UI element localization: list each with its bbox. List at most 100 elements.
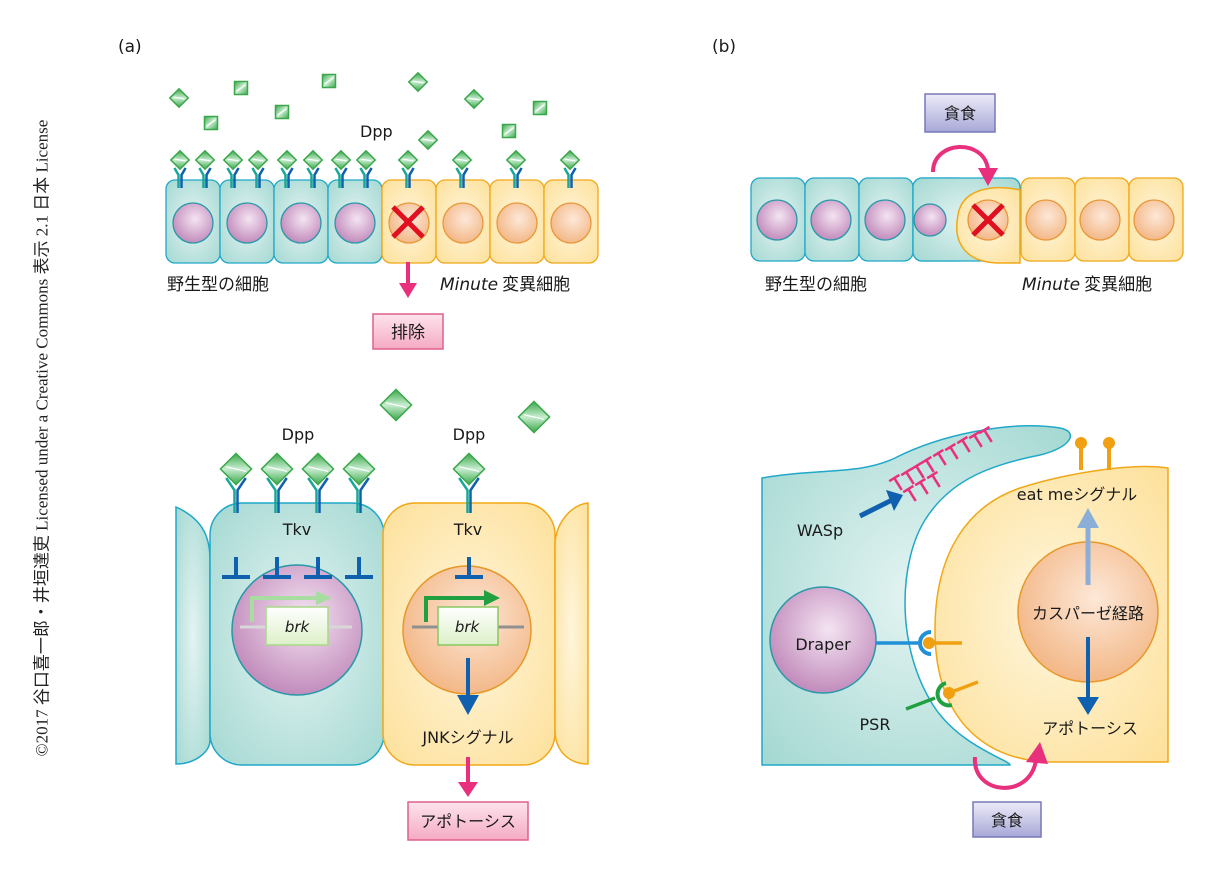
tkv-receptor-icon <box>225 477 247 513</box>
dpp-ligand-icon <box>451 149 473 171</box>
jnk-signal-label: JNKシグナル <box>421 728 513 747</box>
dpp-ligand-icon <box>342 452 376 486</box>
nucleus <box>810 199 852 241</box>
panel-a-label: (a) <box>118 37 142 57</box>
transcription-arrow-head <box>484 590 500 606</box>
actin-filament-icon <box>978 425 993 443</box>
caspase-pathway-label: カスパーゼ経路 <box>1032 604 1144 623</box>
dpp-ligand-icon <box>222 149 244 171</box>
nucleus <box>496 202 538 244</box>
actin-filament-icon <box>900 467 915 485</box>
engulf-arrow-bottom <box>972 756 1038 790</box>
tkv-receptor-icon <box>359 167 373 188</box>
actin-filament-icon <box>968 430 983 448</box>
wasp-arrow-head <box>886 490 903 511</box>
dpp-ligand-icon <box>355 149 377 171</box>
apoptosis-arrow-head <box>458 782 478 797</box>
engulf-arrow-top <box>931 145 990 173</box>
psr-label: PSR <box>860 715 891 734</box>
nucleus <box>226 202 268 244</box>
wild-type-cell-partial <box>175 505 211 765</box>
nucleus <box>550 202 592 244</box>
phagocytosis-box-bottom: 貪食 <box>972 801 1042 838</box>
tkv-receptor-icon <box>306 167 320 188</box>
dpp-ligand-icon <box>301 452 335 486</box>
dpp-ligand-icon <box>247 149 269 171</box>
elimination-arrow-head <box>399 283 417 298</box>
dpp-ligand-icon <box>397 149 419 171</box>
tkv-receptor-icon <box>226 167 240 188</box>
dpp-ligand-icon <box>463 88 485 110</box>
tkv-receptor-icon <box>334 167 348 188</box>
wasp-label: WASp <box>797 521 843 540</box>
wasp-arrow <box>858 497 894 519</box>
eat-me-ligand-icon <box>1075 437 1087 449</box>
transcription-arrow-faded <box>250 596 320 622</box>
dpp-ligand-icon <box>330 149 352 171</box>
nucleus <box>1025 199 1067 241</box>
dpp-ligand-icon <box>168 87 190 109</box>
phagocytosis-label-bottom: 貪食 <box>991 811 1023 830</box>
tkv-receptor-icon <box>509 167 523 188</box>
inhibition-bar-icon <box>455 557 483 579</box>
panel-b-top-epithelium <box>750 177 1184 264</box>
dpp-ligand-icon <box>517 400 551 434</box>
brk-gene-box <box>437 606 499 646</box>
elimination-box: 排除 <box>372 313 444 350</box>
dpp-ligand-icon <box>321 73 337 89</box>
actin-filament-icon <box>920 455 935 473</box>
tkv-label-wt: Tkv <box>282 520 312 539</box>
actin-filament-icon <box>902 484 917 502</box>
nucleus <box>864 199 906 241</box>
nucleus <box>913 203 947 237</box>
inhibition-bar-icon <box>222 557 250 579</box>
draper-receptor-cup-icon <box>918 630 932 656</box>
dpp-ligand-icon <box>452 452 486 486</box>
apoptosis-label: アポトーシス <box>420 812 516 831</box>
dpp-label-wt: Dpp <box>282 425 315 444</box>
engulf-arrow-bottom-head <box>1026 742 1048 764</box>
dpp-ligand-icon <box>233 80 249 96</box>
nucleus <box>280 202 322 244</box>
dpp-ligand-icon <box>407 71 429 93</box>
inhibition-bar-icon <box>345 557 373 579</box>
nucleus <box>442 202 484 244</box>
elimination-label: 排除 <box>391 323 425 343</box>
dpp-ligand-icon <box>203 115 219 131</box>
nucleus <box>172 202 214 244</box>
brk-gene-minute: brk <box>455 618 481 636</box>
actin-filament-icon <box>910 461 925 479</box>
phagocytosis-label-top: 貪食 <box>944 104 976 123</box>
tkv-receptor-icon <box>563 167 577 188</box>
tkv-receptor-icon <box>198 167 212 188</box>
dpp-ligand-icon <box>302 149 324 171</box>
actin-filament-icon <box>888 473 903 491</box>
inhibition-bar-icon <box>304 557 332 579</box>
tkv-receptor-icon <box>348 477 370 513</box>
psr-receptor-cup-icon <box>935 681 953 708</box>
actin-filament-icon <box>944 442 959 460</box>
tkv-receptor-icon <box>458 477 480 513</box>
tkv-receptor-icon <box>307 477 329 513</box>
ligand-stem <box>948 680 979 695</box>
dpp-ligand-icon <box>276 149 298 171</box>
caspase-to-apoptosis-arrow-head <box>1077 697 1099 715</box>
dpp-ligand-icon <box>169 149 191 171</box>
cell-death-x-icon <box>391 205 425 239</box>
phagocyte-nucleus <box>769 586 877 694</box>
actin-filament-icon <box>932 448 947 466</box>
draper-label: Draper <box>795 635 851 654</box>
dpp-ligand-icon <box>532 100 548 116</box>
dpp-ligand-icon <box>379 388 413 422</box>
brk-gene-box <box>265 606 329 646</box>
inhibition-bar-icon <box>263 557 291 579</box>
dpp-ligand-icon <box>417 129 439 151</box>
transcription-arrow-faded-head <box>316 591 332 605</box>
dpp-ligand-icon <box>260 452 294 486</box>
dpp-ligand-icon <box>274 104 290 120</box>
minute-suffix-b: 変異細胞 <box>1084 275 1152 295</box>
dpp-label-top: Dpp <box>360 122 393 141</box>
